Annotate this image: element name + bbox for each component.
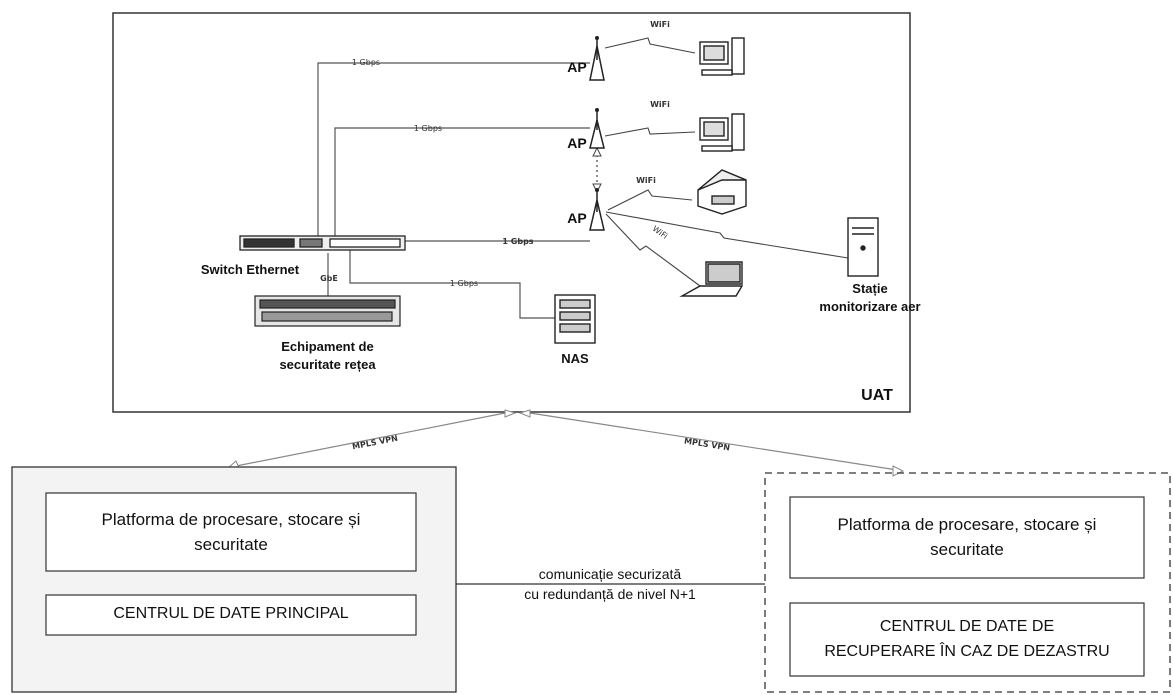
ap-3-label: AP [567,210,587,226]
ap-1-icon [589,36,605,81]
wifi-ap1-pc1 [604,37,696,54]
station-label: Stație monitorizare aer [800,280,940,316]
dr-platform-line2: securitate [930,540,1004,559]
wifi-ap2-pc2 [604,127,696,137]
secure-link-label: comunicație securizată cu redundanță de … [460,564,760,604]
ap-3-icon [589,188,605,231]
primary-platform-line2: securitate [194,535,268,554]
nas-label: NAS [561,351,589,366]
wifi-ap3-printer [607,189,693,211]
primary-center-text: CENTRUL DE DATE PRINCIPAL [113,605,349,622]
primary-platform-text: Platforma de procesare, stocare și secur… [46,507,416,557]
link-switch-nas [349,248,555,319]
secure-link-line2: cu redundanță de nivel N+1 [524,586,696,602]
dr-center-box [789,602,1145,677]
vpn-left-arrow-top [504,409,517,418]
wifi-label-1: WiFi [650,20,670,29]
wifi-ap3-laptop [605,213,701,287]
wireless-links [604,37,849,287]
monitoring-station-icon [847,217,879,277]
link-switch-ap2 [334,127,590,236]
printer-icon [697,169,747,215]
primary-platform-box [45,492,417,572]
uat-title: UAT [861,387,893,404]
vpn-right-arrow-bottom [892,465,905,477]
wifi-ap3-station [605,211,849,259]
wifi-label-2: WiFi [650,100,670,109]
uat-frame [112,12,911,413]
primary-center-box [45,594,417,636]
primary-platform-line1: Platforma de procesare, stocare și [101,510,361,529]
link-label-nas: 1 Gbps [449,279,479,288]
dr-center-text: CENTRUL DE DATE DE RECUPERARE ÎN CAZ DE … [790,614,1144,664]
laptop-icon [679,261,744,297]
vpn-right-arrow-top [518,409,531,418]
security-appliance-icon [254,295,401,327]
station-label-line2: monitorizare aer [819,299,921,314]
security-label-line2: securitate rețea [279,357,376,372]
security-label: Echipament de securitate rețea [250,338,405,374]
link-label-ap2: 1 Gbps [413,124,443,133]
desktop-pc-2-icon [699,113,745,152]
link-label-ap1: 1 Gbps [351,58,381,67]
dr-platform-line1: Platforma de procesare, stocare și [837,515,1097,534]
wifi-label-3: WiFi [636,176,656,185]
security-label-line1: Echipament de [281,339,374,354]
dr-platform-text: Platforma de procesare, stocare și secur… [790,512,1144,562]
secure-link-line1: comunicație securizată [538,566,682,582]
switch-icon [239,235,406,251]
vpn-right-link [529,412,898,471]
ap-mesh-arrow-up [592,146,602,157]
dr-platform-box [789,496,1145,579]
nas-icon [554,294,596,344]
ap-2-label: AP [567,135,587,151]
dr-center-line1: CENTRUL DE DATE DE [879,618,1055,635]
ap-1-label: AP [567,59,587,75]
vpn-links [235,412,898,471]
ap-2-icon [589,108,605,149]
vpn-left-link [235,412,506,467]
wired-links [317,62,590,319]
switch-label: Switch Ethernet [200,262,300,277]
link-label-gbe: GbE [320,274,338,283]
dr-center-line2: RECUPERARE ÎN CAZ DE DEZASTRU [824,643,1110,660]
desktop-pc-1-icon [699,37,745,76]
link-switch-ap1 [317,62,590,236]
station-label-line1: Stație [852,281,888,296]
link-label-ap3: 1 Gbps [502,237,534,246]
